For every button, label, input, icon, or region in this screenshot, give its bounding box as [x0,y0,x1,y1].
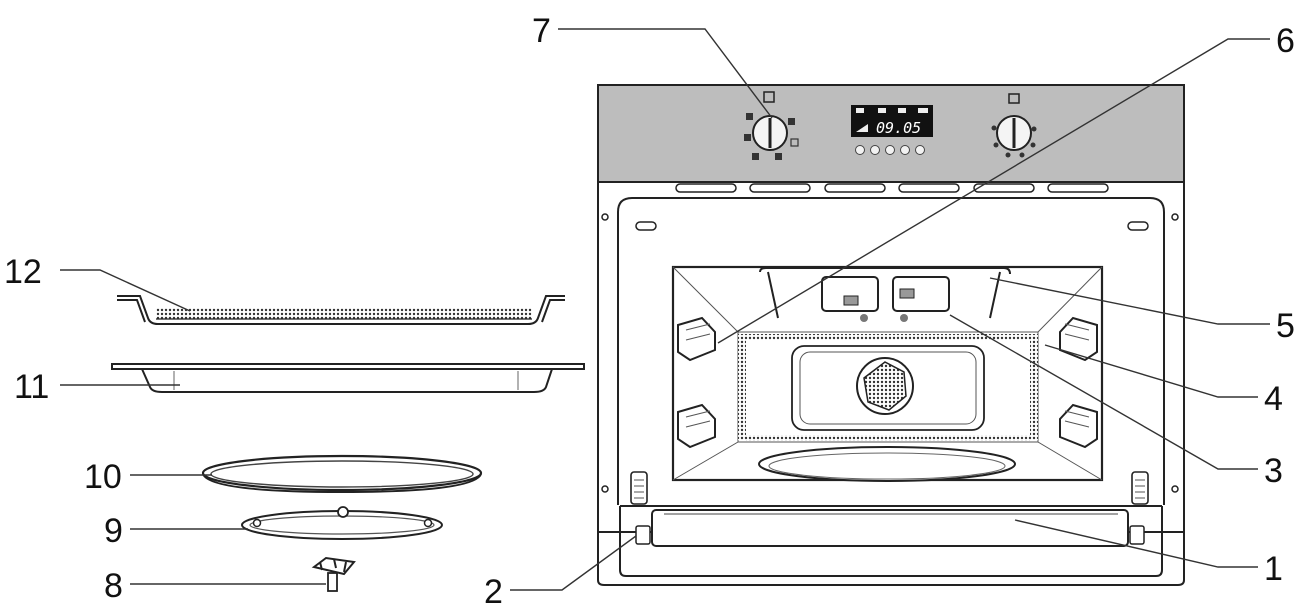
top-heater [759,267,1011,322]
grill-rack [117,295,565,325]
callout-9: 9 [104,512,123,550]
turntable-coupler [311,556,356,592]
turntable-in-oven [758,446,1016,482]
callout-5: 5 [1276,307,1295,345]
callout-11: 11 [14,368,49,406]
oven-door [597,505,1185,586]
callout-8: 8 [104,567,123,605]
callout-10: 10 [84,458,122,496]
baking-tray [111,363,585,393]
function-knob [744,91,799,160]
shelf-supports-left [677,316,716,449]
display-time: 09.05 [876,119,921,137]
door-hinges [630,471,1149,505]
control-buttons [855,145,925,155]
glass-turntable [201,454,483,494]
callout-labels: 7 6 5 4 3 1 2 12 11 10 9 8 [4,12,1295,611]
oven: 09.05 [597,84,1185,586]
vent-slots [675,183,1109,193]
callout-3: 3 [1264,452,1283,490]
callout-6: 6 [1276,22,1295,60]
leader-lines [60,28,1270,591]
callout-12: 12 [4,253,42,291]
roller-ring [241,506,443,540]
callout-4: 4 [1264,380,1283,418]
temperature-knob [991,93,1037,158]
callout-1: 1 [1264,550,1283,588]
callout-7: 7 [532,12,551,50]
callout-2: 2 [484,573,503,611]
